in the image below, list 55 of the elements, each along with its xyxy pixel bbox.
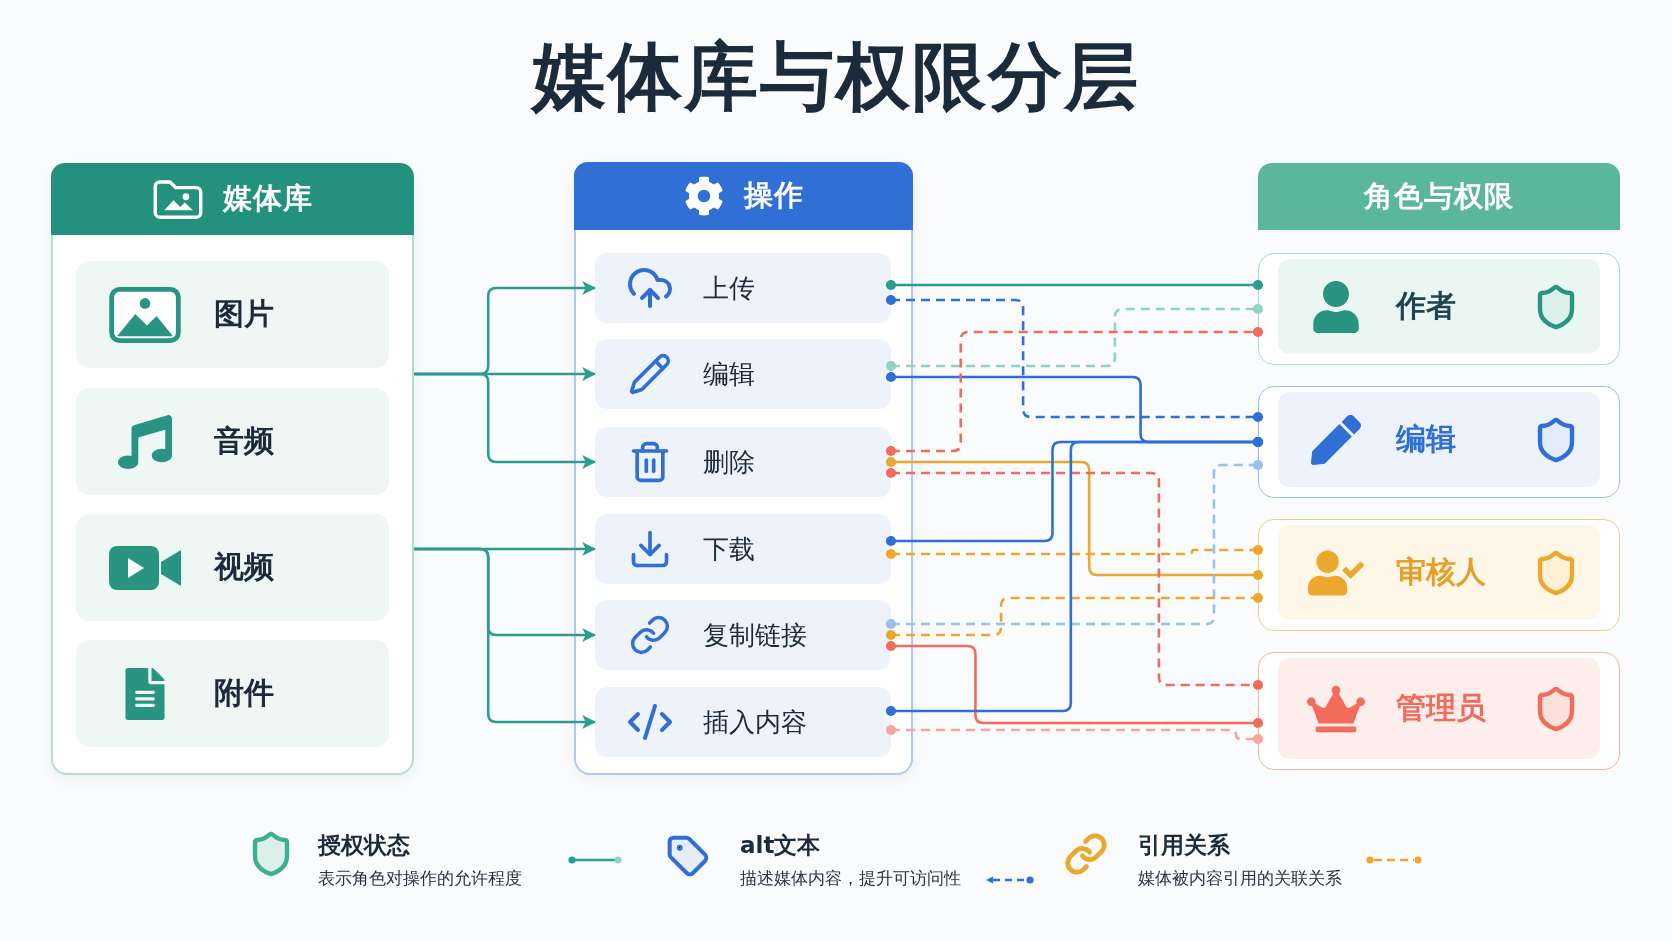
action-card — [595, 339, 891, 409]
legend-description: 表示角色对操作的允许程度 — [318, 867, 522, 890]
action-card — [595, 427, 891, 497]
role-card — [1258, 386, 1620, 498]
action-label: 复制链接 — [703, 618, 807, 652]
connector-line — [885, 724, 1264, 745]
role-card — [1258, 652, 1620, 770]
action-label: 下载 — [703, 532, 755, 566]
connector-line — [885, 326, 1264, 457]
media-card — [76, 388, 389, 495]
connector-line — [885, 279, 1264, 291]
header-band — [1258, 163, 1620, 230]
action-label: 编辑 — [703, 357, 755, 391]
action-card — [595, 514, 891, 584]
media-card — [76, 640, 389, 747]
arrow — [414, 547, 597, 729]
panel — [51, 163, 414, 775]
diagram-title: 媒体库与权限分层 — [532, 32, 1140, 121]
action-card — [595, 687, 891, 757]
role-label: 编辑 — [1396, 420, 1456, 458]
legend-description: 描述媒体内容，提升可访问性 — [740, 867, 961, 890]
connector-line — [885, 544, 1264, 560]
media-card — [76, 261, 389, 368]
legend-label: 引用关系 — [1138, 831, 1230, 860]
connector-line — [885, 459, 1264, 630]
arrow — [414, 372, 597, 469]
role-label: 管理员 — [1396, 689, 1486, 727]
action-label: 插入内容 — [703, 705, 807, 739]
media-label: 视频 — [214, 548, 274, 586]
header-title: 角色与权限 — [1364, 177, 1514, 215]
action-label: 上传 — [703, 271, 755, 305]
legend-label: alt文本 — [740, 831, 821, 860]
connector-line — [885, 303, 1264, 372]
panel-title: 操作 — [743, 177, 804, 214]
panel-title: 媒体库 — [222, 180, 313, 217]
connector-line — [885, 640, 1264, 729]
connector-line — [885, 436, 1264, 717]
connector-line — [885, 294, 1264, 423]
connector-line — [885, 467, 1264, 691]
action-card — [595, 600, 891, 670]
role-card — [1258, 253, 1620, 365]
media-card — [76, 514, 389, 621]
role-card — [1258, 519, 1620, 631]
media-label: 音频 — [214, 422, 274, 460]
action-card — [595, 253, 891, 323]
legend-description: 媒体被内容引用的关联关系 — [1138, 867, 1342, 890]
media-label: 图片 — [214, 295, 274, 333]
connector-line — [885, 592, 1264, 641]
connector-line — [885, 456, 1264, 581]
role-label: 作者 — [1396, 287, 1456, 325]
role-label: 审核人 — [1396, 553, 1486, 591]
action-label: 删除 — [703, 445, 755, 479]
legend-label: 授权状态 — [318, 831, 410, 860]
media-label: 附件 — [214, 674, 274, 712]
panel — [574, 162, 913, 775]
